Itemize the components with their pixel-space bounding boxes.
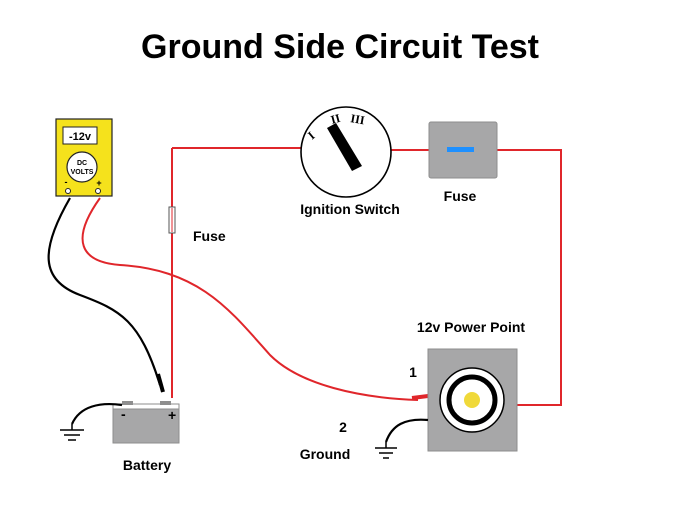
meter-mode-line1: DC bbox=[77, 160, 87, 167]
battery-label: Battery bbox=[123, 457, 171, 473]
wire-fuse-to-power-point bbox=[497, 149, 562, 406]
ignition-switch-label: Ignition Switch bbox=[300, 201, 400, 217]
battery-ground-wire bbox=[70, 403, 123, 425]
meter-display bbox=[62, 126, 98, 145]
fuse-top-label: Fuse bbox=[444, 188, 477, 204]
battery-body bbox=[112, 408, 180, 444]
power-point-label: 12v Power Point bbox=[417, 319, 525, 335]
battery-pos-post bbox=[160, 401, 171, 405]
power-point-ground-wire bbox=[384, 418, 429, 443]
test-point-1-label: 1 bbox=[409, 364, 417, 380]
battery-neg-label: - bbox=[121, 406, 126, 422]
fuse-blade bbox=[447, 147, 474, 152]
ground-label: Ground bbox=[300, 446, 351, 462]
meter-pos-terminal-label: + bbox=[96, 178, 101, 188]
meter-neg-terminal-label: - bbox=[65, 177, 68, 187]
power-point-center-contact bbox=[464, 392, 480, 408]
meter-reading: -12v bbox=[69, 131, 92, 143]
ground-symbol-power-point bbox=[375, 442, 397, 459]
meter-black-probe-lead bbox=[47, 197, 162, 386]
battery: - + bbox=[112, 401, 180, 444]
meter-neg-jack bbox=[65, 188, 71, 194]
meter-pos-jack bbox=[95, 188, 101, 194]
ignition-key-slot bbox=[327, 123, 362, 171]
diagram-title: Ground Side Circuit Test bbox=[141, 28, 539, 66]
meter-dial bbox=[66, 151, 98, 183]
ignition-pos-3: III bbox=[349, 111, 366, 127]
meter-mode-line2: VOLTS bbox=[71, 169, 94, 176]
fuse-block-top bbox=[428, 121, 498, 179]
battery-neg-post bbox=[122, 401, 133, 405]
ignition-switch: I II III bbox=[300, 106, 392, 198]
red-probe-tip bbox=[411, 394, 429, 400]
ground-symbol-battery bbox=[60, 424, 84, 441]
multimeter: -12v DC VOLTS - + bbox=[55, 118, 113, 197]
power-point bbox=[427, 348, 518, 452]
meter-red-probe-lead bbox=[81, 197, 419, 401]
ignition-pos-2: II bbox=[329, 111, 342, 127]
fuse-left-label: Fuse bbox=[193, 228, 226, 244]
black-probe-tip bbox=[156, 373, 165, 393]
battery-top bbox=[112, 403, 180, 410]
inline-fuse-left bbox=[168, 206, 176, 234]
test-point-2-label: 2 bbox=[339, 419, 347, 435]
battery-pos-label: + bbox=[168, 407, 176, 423]
